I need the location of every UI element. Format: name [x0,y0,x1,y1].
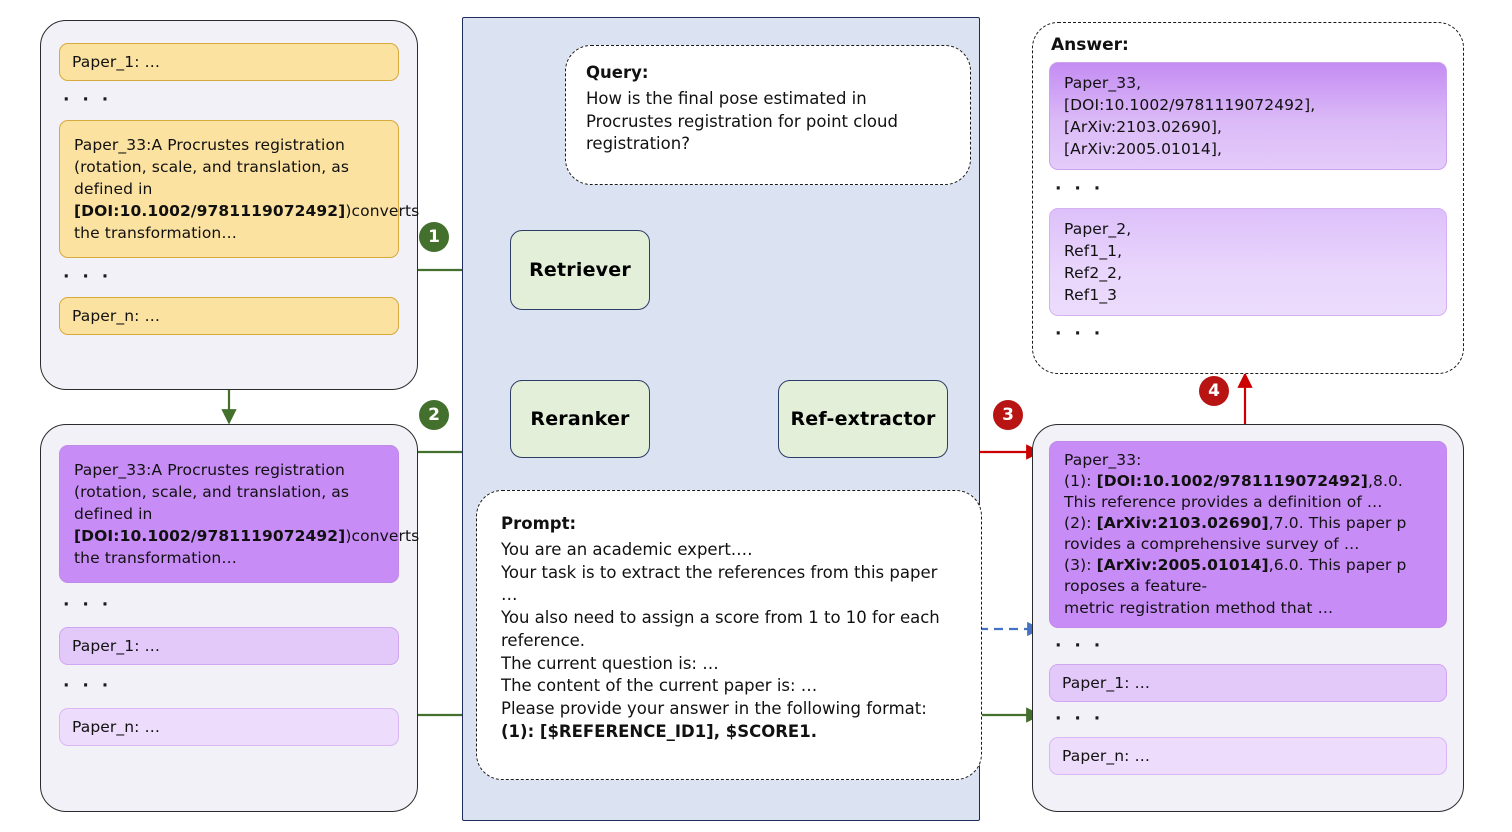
paper-text: Paper_33:A Procrustes registration (rota… [74,461,350,523]
paper-tail: )converts the transformation… [74,527,420,567]
answer-block[interactable]: Paper_2, Ref1_1, Ref2_2, Ref1_3 [1049,208,1447,316]
prompt-line-4: reference. [501,630,586,650]
reference-desc: roposes a feature- [1064,577,1208,596]
node-reranker[interactable]: Reranker [510,380,650,458]
ellipsis: · · · [63,676,112,696]
prompt-line-6: The content of the current paper is: … [501,676,818,696]
ellipsis: · · · [1055,635,1104,656]
reference-num: (2): [1064,514,1097,533]
answer-block[interactable]: Paper_33, [DOI:10.1002/9781119072492], [… [1049,62,1447,170]
step-badge-2: 2 [419,400,449,430]
answer-line: Ref1_1, [1064,242,1123,260]
prompt-line-7: Please provide your answer in the follow… [501,699,927,719]
answer-line: [ArXiv:2005.01014], [1064,140,1223,158]
query-bubble: Query: How is the final pose estimated i… [565,45,971,185]
reference-entry: (3): [ArXiv:2005.01014],6.0. This paper … [1064,555,1432,576]
node-reranker-label: Reranker [530,408,630,430]
node-ref-extractor-label: Ref-extractor [790,408,936,430]
answer-line: [ArXiv:2103.02690], [1064,118,1223,136]
list-item[interactable]: Paper_33:A Procrustes registration (rota… [59,120,419,258]
reference-desc: This reference provides a definition of … [1064,493,1383,512]
query-text: How is the final pose estimated in Procr… [586,88,898,154]
reranked-papers-panel: Paper_33:A Procrustes registration (rota… [40,424,419,812]
step-badge-4: 4 [1199,376,1229,406]
reference-entry: (1): [DOI:10.1002/9781119072492],8.0. [1064,471,1432,492]
prompt-line-5: The current question is: … [501,653,719,673]
reference-score: ,8.0. [1367,472,1403,491]
reference-id: [ArXiv:2005.01014] [1096,556,1269,575]
step-badge-3: 3 [993,400,1023,430]
step-badge-1: 1 [419,222,449,252]
ellipsis: · · · [63,595,112,615]
ellipsis: · · · [1055,708,1104,729]
prompt-line-3: You also need to assign a score from 1 t… [501,608,940,628]
extracted-references-panel: Paper_33: (1): [DOI:10.1002/978111907249… [1032,424,1464,812]
ellipsis: · · · [1055,324,1104,344]
answer-line: Paper_2, [1064,220,1132,238]
node-retriever-label: Retriever [529,259,631,281]
reference-num: (3): [1064,556,1097,575]
node-retriever[interactable]: Retriever [510,230,650,310]
answer-line: Ref2_2, [1064,264,1123,282]
list-item[interactable]: Paper_n: … [59,708,399,746]
reference-score: ,7.0. This paper p [1268,514,1407,533]
list-item[interactable]: Paper_n: … [1049,736,1447,775]
reference-entry: (2): [ArXiv:2103.02690],7.0. This paper … [1064,513,1432,534]
reference-id: [DOI:10.1002/9781119072492] [1096,472,1368,491]
prompt-line-1: Your task is to extract the references f… [501,562,938,582]
prompt-line-0: You are an academic expert.… [501,539,753,559]
query-heading: Query: [586,63,649,82]
list-item[interactable]: Paper_33:A Procrustes registration (rota… [59,445,419,583]
paper-doi: [DOI:10.1002/9781119072492] [74,202,346,220]
paper-text: Paper_33:A Procrustes registration (rota… [74,136,350,198]
reference-num: (1): [1064,472,1097,491]
reference-title: Paper_33: [1064,451,1142,469]
prompt-line-2: … [501,585,518,605]
answer-line: [DOI:10.1002/9781119072492], [1064,96,1316,114]
paper-doi: [DOI:10.1002/9781119072492] [74,527,346,545]
reference-id: [ArXiv:2103.02690] [1096,514,1269,533]
list-item[interactable]: Paper_1: … [59,627,399,665]
paper-tail: )converts the transformation… [74,202,420,242]
answer-heading: Answer: [1051,35,1129,55]
reference-desc: rovides a comprehensive survey of … [1064,535,1360,554]
reference-desc: metric registration method that … [1064,598,1334,617]
node-ref-extractor[interactable]: Ref-extractor [778,380,948,458]
answer-line: Ref1_3 [1064,286,1118,304]
reference-block[interactable]: Paper_33: (1): [DOI:10.1002/978111907249… [1049,441,1447,628]
ellipsis: · · · [63,90,112,110]
ellipsis: · · · [63,267,112,287]
retrieved-papers-panel: Paper_1: … · · · Paper_33:A Procrustes r… [40,20,419,390]
prompt-bubble: Prompt: You are an academic expert.… You… [476,490,982,780]
answer-panel: Answer: Paper_33, [DOI:10.1002/978111907… [1032,22,1464,374]
prompt-heading: Prompt: [501,514,577,533]
list-item[interactable]: Paper_n: … [59,297,399,335]
answer-line: Paper_33, [1064,74,1142,92]
list-item[interactable]: Paper_1: … [59,43,399,81]
reference-score: ,6.0. This paper p [1268,556,1407,575]
ellipsis: · · · [1055,179,1104,199]
prompt-format-line: (1): [$REFERENCE_ID1], $SCORE1. [501,721,817,741]
list-item[interactable]: Paper_1: … [1049,663,1447,702]
